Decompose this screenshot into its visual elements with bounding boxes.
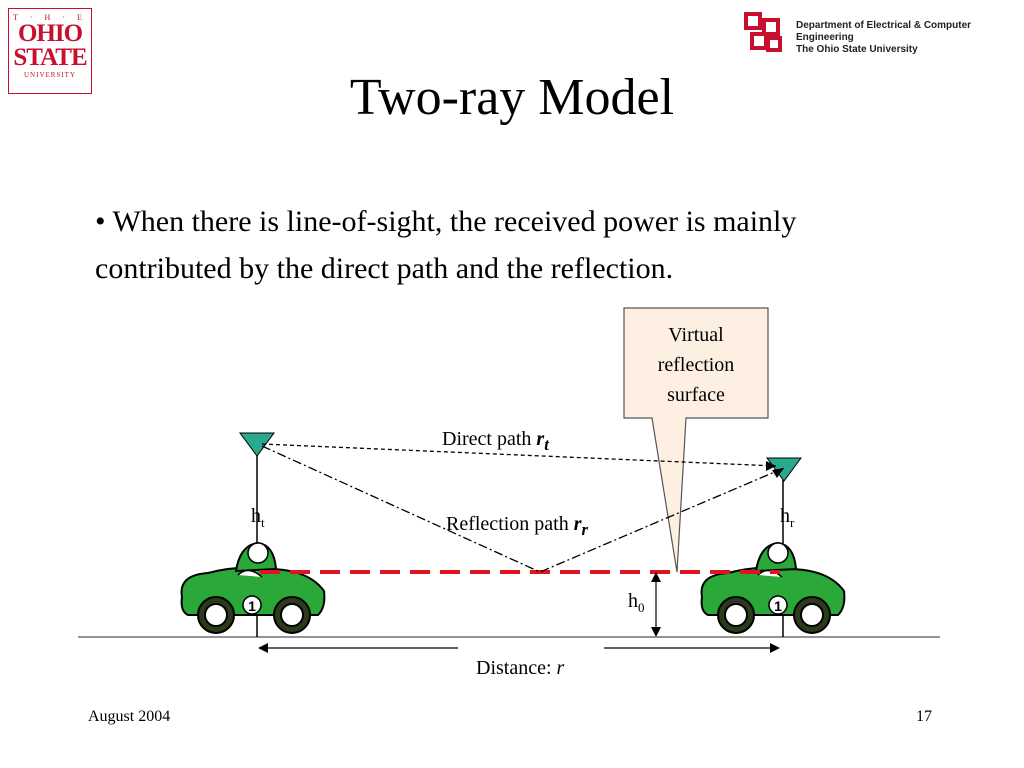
direct-path-label: Direct path rt <box>442 428 549 454</box>
ht-label: ht <box>251 505 265 530</box>
distance-label: Distance: r <box>476 657 565 679</box>
department-name: Department of Electrical & Computer Engi… <box>796 20 972 55</box>
direct-path-arrowhead <box>766 461 776 471</box>
reflection-path-line <box>261 445 785 573</box>
page-number: 17 <box>916 708 932 725</box>
svg-text:1: 1 <box>248 598 256 614</box>
footer-date: August 2004 <box>88 708 171 725</box>
virtual-reflection-callout <box>623 307 769 573</box>
reflection-path-arrowhead <box>772 468 784 478</box>
svg-text:1: 1 <box>774 598 782 614</box>
transmitter-car-icon: 1 <box>180 541 326 634</box>
receiver-car-icon: 1 <box>700 541 846 634</box>
virtual-reflection-label: Virtual reflection surface <box>657 324 735 406</box>
hr-label: hr <box>780 505 795 530</box>
transmitter-antenna-icon <box>239 432 275 457</box>
ohio-state-logo: T · H · E OHIO STATE UNIVERSITY <box>8 8 92 94</box>
direct-path-line <box>261 443 777 467</box>
receiver-antenna-icon <box>766 457 802 482</box>
ece-logo-icon <box>744 12 782 52</box>
bullet-point: • When there is line-of-sight, the recei… <box>95 205 797 285</box>
slide-title: Two-ray Model <box>349 69 675 126</box>
h0-label: h0 <box>628 590 645 615</box>
reflection-path-label: Reflection path rr <box>446 513 589 539</box>
